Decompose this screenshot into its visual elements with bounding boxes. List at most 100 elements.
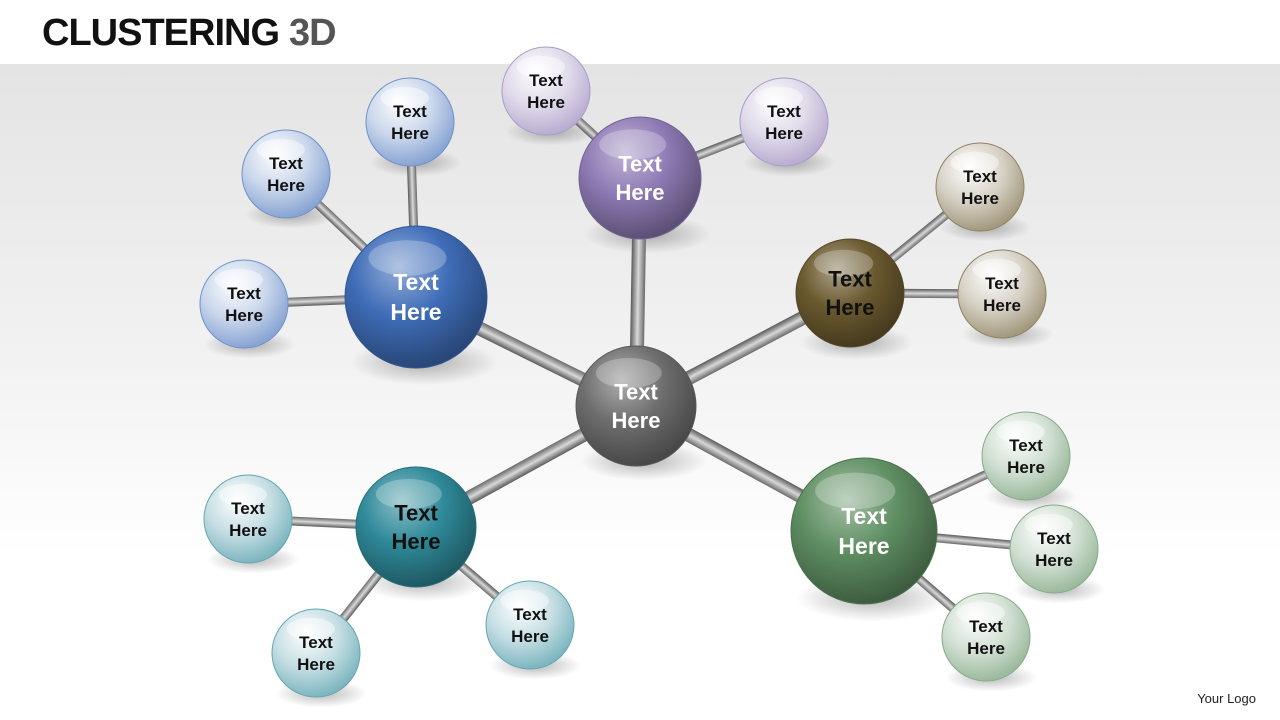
node-olive-hub-label-line-2: Here <box>826 295 875 320</box>
node-olive-satellite-2-label-line-1: Text <box>985 274 1019 293</box>
node-teal-hub-label-line-1: Text <box>394 500 438 525</box>
node-green-satellite-2-highlight <box>1024 513 1073 536</box>
node-blue-satellite-1-label-line-2: Here <box>225 306 263 325</box>
node-teal-satellite-1-highlight <box>218 483 267 506</box>
node-green-satellite-1-highlight <box>996 420 1045 443</box>
node-center-label-line-1: Text <box>614 379 658 404</box>
node-green-satellite-2-label-line-1: Text <box>1037 529 1071 548</box>
node-green-satellite-1-sphere <box>981 411 1071 501</box>
node-teal-hub-highlight <box>375 479 442 509</box>
node-olive-hub-label-line-1: Text <box>828 266 872 291</box>
node-green-hub-label-line-1: Text <box>841 503 887 529</box>
node-purple-satellite-2-label-line-2: Here <box>765 124 803 143</box>
node-olive-satellite-2-highlight <box>972 258 1021 281</box>
node-teal-satellite-1-sphere <box>203 474 293 564</box>
node-teal-satellite-1-label-line-2: Here <box>229 521 267 540</box>
node-teal-satellite-2-label-line-1: Text <box>299 633 333 652</box>
node-teal-satellite-3-sphere <box>485 580 575 670</box>
node-green-satellite-3-label-line-1: Text <box>969 617 1003 636</box>
node-green-satellite-3-label-line-2: Here <box>967 639 1005 658</box>
node-teal-satellite-3-highlight <box>500 589 549 612</box>
node-blue-satellite-3-label-line-1: Text <box>393 102 427 121</box>
node-purple-satellite-1-highlight <box>516 55 565 78</box>
node-green-satellite-2-label-line-2: Here <box>1035 551 1073 570</box>
node-teal-hub-label-line-2: Here <box>392 529 441 554</box>
node-teal-satellite-2-sphere <box>271 608 361 698</box>
node-green-hub-label-line-2: Here <box>838 533 889 559</box>
node-green-hub-highlight <box>815 472 896 510</box>
node-teal-satellite-2-highlight <box>286 617 335 640</box>
node-blue-satellite-2-highlight <box>256 138 305 161</box>
node-green-satellite-3-sphere <box>941 592 1031 682</box>
node-blue-satellite-3-sphere <box>365 77 455 167</box>
node-center-highlight <box>595 358 662 388</box>
node-blue-hub-sphere <box>344 225 488 369</box>
node-green-satellite-2-sphere <box>1009 504 1099 594</box>
node-purple-hub-label-line-2: Here <box>616 180 665 205</box>
node-olive-hub-highlight <box>813 249 874 277</box>
title-accent: 3D <box>289 12 337 54</box>
node-olive-satellite-1-label-line-1: Text <box>963 167 997 186</box>
node-olive-satellite-1-sphere <box>935 142 1025 232</box>
node-green-satellite-1-label-line-1: Text <box>1009 436 1043 455</box>
node-teal-hub-sphere <box>355 466 477 588</box>
node-blue-satellite-3-highlight <box>380 86 429 109</box>
node-purple-hub-sphere <box>578 116 702 240</box>
node-olive-satellite-2-label-line-2: Here <box>983 296 1021 315</box>
node-teal-satellite-2-label-line-2: Here <box>297 655 335 674</box>
node-purple-satellite-1-label-line-2: Here <box>527 93 565 112</box>
node-green-hub-sphere <box>790 457 938 605</box>
node-blue-satellite-2-label-line-2: Here <box>267 176 305 195</box>
node-purple-satellite-1-label-line-1: Text <box>529 71 563 90</box>
logo-text: Your Logo <box>1197 691 1256 706</box>
node-blue-satellite-2-label-line-1: Text <box>269 154 303 173</box>
node-olive-hub-sphere <box>795 238 905 348</box>
node-teal-satellite-1-label-line-1: Text <box>231 499 265 518</box>
node-teal-satellite-3-label-line-2: Here <box>511 627 549 646</box>
node-blue-hub-highlight <box>368 240 447 276</box>
node-blue-hub-label-line-2: Here <box>390 299 441 325</box>
node-blue-satellite-1-label-line-1: Text <box>227 284 261 303</box>
node-blue-satellite-1-highlight <box>214 268 263 291</box>
node-purple-hub-label-line-1: Text <box>618 151 662 176</box>
node-green-satellite-3-highlight <box>956 601 1005 624</box>
node-blue-satellite-2-sphere <box>241 129 331 219</box>
node-green-satellite-1-label-line-2: Here <box>1007 458 1045 477</box>
node-teal-satellite-3-label-line-1: Text <box>513 605 547 624</box>
node-purple-satellite-1-sphere <box>501 46 591 136</box>
node-center-label-line-2: Here <box>612 408 661 433</box>
title-main: CLUSTERING <box>42 12 280 54</box>
node-purple-satellite-2-label-line-1: Text <box>767 102 801 121</box>
node-purple-satellite-2-sphere <box>739 77 829 167</box>
node-olive-satellite-1-label-line-2: Here <box>961 189 999 208</box>
node-blue-satellite-3-label-line-2: Here <box>391 124 429 143</box>
node-blue-satellite-1-sphere <box>199 259 289 349</box>
node-olive-satellite-2-sphere <box>957 249 1047 339</box>
node-blue-hub-label-line-1: Text <box>393 269 439 295</box>
node-olive-satellite-1-highlight <box>950 151 999 174</box>
node-purple-hub-highlight <box>599 129 667 160</box>
node-center-sphere <box>575 345 697 467</box>
